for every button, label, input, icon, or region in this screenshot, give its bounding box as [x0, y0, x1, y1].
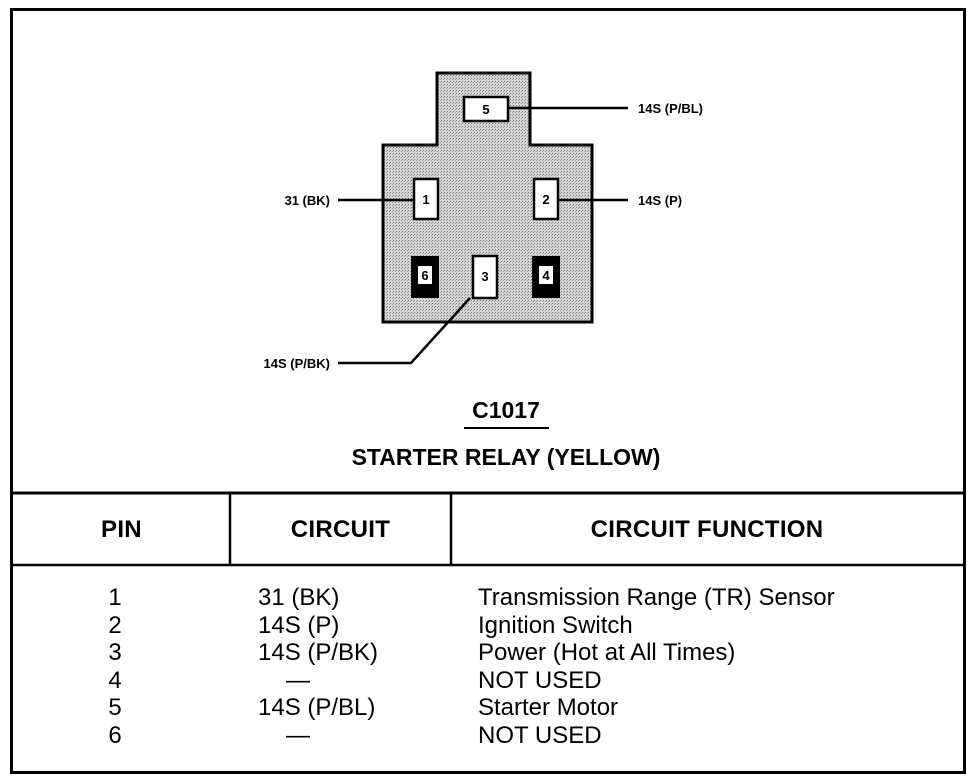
table-row-pin: 2 — [108, 611, 122, 639]
pin-3: 3 — [471, 254, 499, 300]
function-column: Transmission Range (TR) Sensor Ignition … — [478, 584, 958, 749]
pin-1: 1 — [412, 177, 440, 221]
table-row-circuit: 31 (BK) — [258, 584, 340, 611]
svg-text:6: 6 — [421, 268, 428, 283]
header-circuit: CIRCUIT — [290, 516, 391, 543]
pin-column: 1 2 3 4 5 6 — [95, 584, 135, 749]
wire-label-pin1: 31 (BK) — [284, 193, 330, 208]
table-row-circuit: 14S (P/BL) — [258, 694, 376, 721]
wire-label-pin5: 14S (P/BL) — [638, 101, 703, 116]
circuit-column: 31 (BK) 14S (P) 14S (P/BK) — 14S (P/BL) … — [258, 584, 448, 749]
table-row-pin: 1 — [108, 584, 122, 611]
table-row-function: Ignition Switch — [478, 611, 633, 639]
svg-text:3: 3 — [481, 269, 488, 284]
wire-pin3 — [338, 297, 471, 365]
pin-6: 6 — [411, 256, 439, 298]
wire-label-pin3: 14S (P/BK) — [264, 356, 330, 371]
connector-name: STARTER RELAY (YELLOW) — [352, 444, 661, 470]
svg-text:5: 5 — [482, 102, 489, 117]
table-row-function: NOT USED — [478, 721, 602, 749]
table-row-circuit: — — [286, 721, 310, 749]
table-row-circuit: — — [286, 666, 310, 694]
table-row-function: Transmission Range (TR) Sensor — [478, 584, 835, 611]
table-row-pin: 5 — [108, 694, 122, 721]
table-row-function: NOT USED — [478, 666, 602, 694]
table-row-function: Starter Motor — [478, 694, 619, 721]
pin-5: 5 — [462, 95, 510, 123]
header-circuit-function: CIRCUIT FUNCTION — [590, 516, 824, 543]
table-row-pin: 6 — [108, 721, 122, 749]
pin-4: 4 — [532, 256, 560, 298]
connector-id: C1017 — [472, 397, 540, 423]
svg-text:4: 4 — [542, 268, 550, 283]
wire-label-pin2: 14S (P) — [638, 193, 682, 208]
pin-2: 2 — [532, 177, 560, 221]
table-row-pin: 4 — [108, 666, 122, 694]
svg-text:1: 1 — [422, 192, 429, 207]
header-pin: PIN — [101, 516, 142, 543]
diagram-frame — [10, 8, 966, 774]
svg-text:2: 2 — [542, 192, 549, 207]
table-row-circuit: 14S (P) — [258, 611, 340, 639]
table-row-function: Power (Hot at All Times) — [478, 639, 736, 666]
table-row-pin: 3 — [108, 639, 122, 666]
table-row-circuit: 14S (P/BK) — [258, 639, 379, 666]
